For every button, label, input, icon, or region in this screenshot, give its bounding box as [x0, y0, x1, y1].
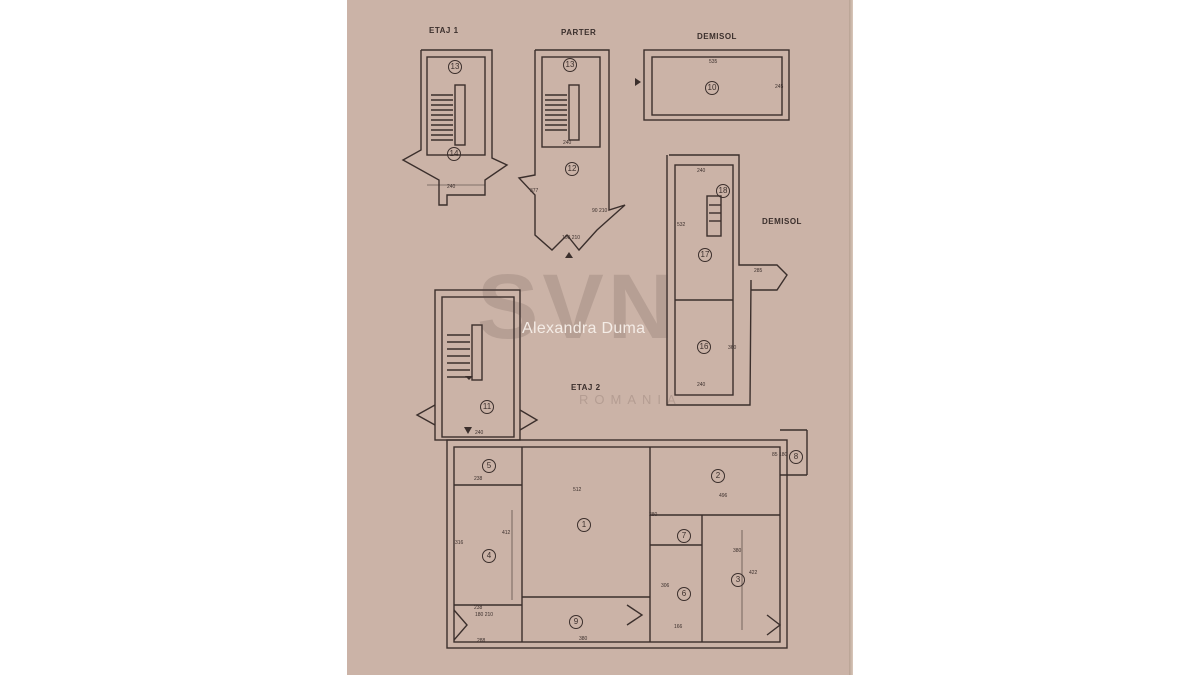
- dim-245: 245: [775, 84, 784, 90]
- dim-240-demisol-bottom: 240: [697, 382, 706, 388]
- room-14: 14: [447, 147, 461, 161]
- title-etaj1: ETAJ 1: [429, 26, 459, 35]
- floor-plan-drawing: [401, 49, 808, 649]
- room-1: 1: [577, 518, 591, 532]
- dim-496: 496: [719, 493, 728, 499]
- room-16: 16: [697, 340, 711, 354]
- dim-532: 532: [677, 222, 686, 228]
- room-5: 5: [482, 459, 496, 473]
- dim-238-bottom: 238: [474, 605, 483, 611]
- watermark-logo: SVN: [477, 256, 679, 358]
- dim-316: 316: [455, 540, 464, 546]
- dim-380-room3: 380: [733, 548, 742, 554]
- watermark-subtitle: ROMANIA: [579, 392, 682, 407]
- room-12: 12: [565, 162, 579, 176]
- dim-240-parter: 240: [563, 140, 572, 146]
- dim-512: 512: [573, 487, 582, 493]
- dim-535: 535: [709, 59, 718, 65]
- dim-288: 288: [477, 638, 486, 644]
- dim-380-bottom: 380: [579, 636, 588, 642]
- dim-door-90-210: 90 210: [592, 208, 608, 214]
- room-8: 8: [789, 450, 803, 464]
- dim-360: 360: [728, 345, 737, 351]
- floor-plan-sheet: ETAJ 1 PARTER DEMISOL DEMISOL ETAJ 2 13 …: [347, 0, 853, 675]
- dim-285: 285: [754, 268, 763, 274]
- title-demisol-right: DEMISOL: [762, 217, 802, 226]
- dim-422: 422: [749, 570, 758, 576]
- dim-412: 412: [502, 530, 511, 536]
- title-demisol-top: DEMISOL: [697, 32, 737, 41]
- demisol-right-plan: [666, 154, 788, 406]
- dim-240-demisol: 240: [697, 168, 706, 174]
- room-13-etaj1: 13: [448, 60, 462, 74]
- dim-166: 166: [674, 624, 683, 630]
- demisol-top-plan: [643, 49, 790, 121]
- room-2: 2: [711, 469, 725, 483]
- watermark-name: Alexandra Duma: [522, 320, 646, 337]
- dim-280: 280: [649, 512, 658, 518]
- etaj2-apartment-plan: [446, 429, 808, 649]
- room-3: 3: [731, 573, 745, 587]
- room-13-parter: 13: [563, 58, 577, 72]
- room-18: 18: [716, 184, 730, 198]
- room-17: 17: [698, 248, 712, 262]
- dim-377: 377: [530, 188, 539, 194]
- title-etaj2: ETAJ 2: [571, 383, 601, 392]
- dim-door-160-210: 160 210: [562, 235, 581, 241]
- dim-door-85-180: 85 180: [772, 452, 788, 458]
- dim-306: 306: [661, 583, 670, 589]
- title-parter: PARTER: [561, 28, 597, 37]
- dim-240-etaj1: 240: [447, 184, 456, 190]
- room-4: 4: [482, 549, 496, 563]
- room-6: 6: [677, 587, 691, 601]
- dim-238-top: 238: [474, 476, 483, 482]
- room-10: 10: [705, 81, 719, 95]
- parter-plan: [517, 49, 626, 252]
- dim-door-180-210: 180 210: [475, 612, 494, 618]
- room-7: 7: [677, 529, 691, 543]
- etaj2-stair-plan: [415, 289, 539, 441]
- dim-240-etaj2: 240: [475, 430, 484, 436]
- room-11: 11: [480, 400, 494, 414]
- room-9: 9: [569, 615, 583, 629]
